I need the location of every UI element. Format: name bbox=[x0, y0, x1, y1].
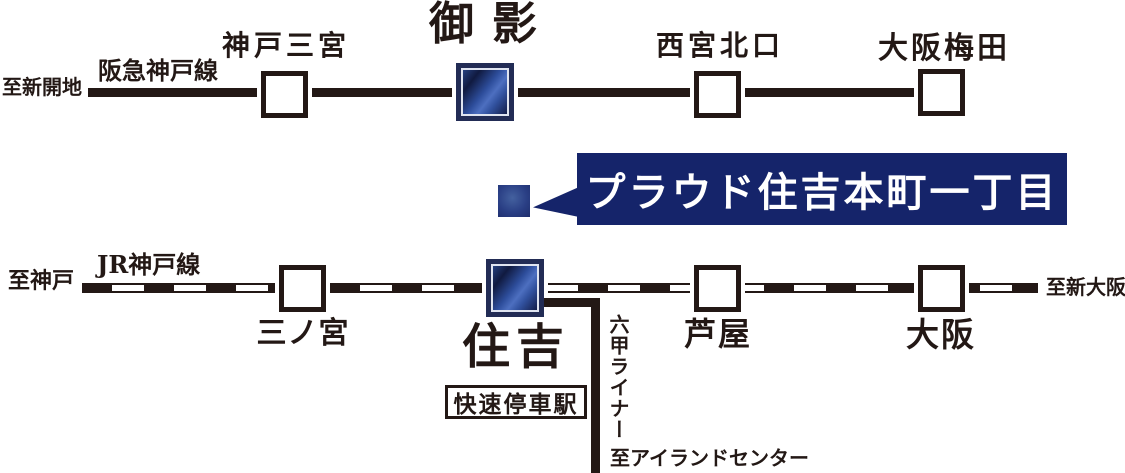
callout-pointer-triangle bbox=[533, 187, 579, 217]
station-marker-sumiyoshi-fill bbox=[491, 264, 539, 312]
rokko-liner-track-horizontal bbox=[544, 298, 600, 307]
jr-left-terminal-label: 至神戸 bbox=[8, 268, 75, 294]
station-marker-kobe-sannomiya bbox=[261, 71, 308, 118]
station-marker-sannomiya bbox=[279, 265, 326, 312]
property-location-marker bbox=[498, 185, 530, 217]
station-marker-sumiyoshi-highlighted bbox=[486, 259, 544, 317]
station-marker-osaka-umeda bbox=[918, 69, 965, 116]
station-label-ashiya: 芦屋 bbox=[683, 315, 753, 353]
station-label-sannomiya: 三ノ宮 bbox=[256, 316, 350, 351]
station-marker-osaka bbox=[918, 265, 965, 312]
station-label-osaka: 大阪 bbox=[906, 315, 976, 354]
property-name-banner: プラウド住吉本町一丁目 bbox=[577, 153, 1067, 225]
rapid-stop-note-box: 快速停車駅 bbox=[445, 385, 587, 419]
rokko-liner-terminal-label: 至アイランドセンター bbox=[610, 446, 809, 470]
jr-line-name: JR神戸線 bbox=[97, 250, 201, 279]
station-label-osaka-umeda: 大阪梅田 bbox=[878, 31, 1010, 66]
hankyu-line-name: 阪急神戸線 bbox=[98, 56, 218, 85]
station-label-nishinomiya-kitaguchi: 西宮北口 bbox=[655, 29, 785, 62]
station-label-mikage: 御影 bbox=[428, 0, 556, 50]
jr-right-terminal-label: 至新大阪 bbox=[1046, 275, 1125, 299]
station-marker-ashiya bbox=[694, 265, 741, 312]
rokko-liner-track-vertical bbox=[591, 298, 600, 473]
station-label-kobe-sannomiya: 神戸三宮 bbox=[221, 29, 351, 62]
hankyu-left-terminal-label: 至新開地 bbox=[2, 75, 82, 99]
station-marker-mikage-highlighted bbox=[456, 63, 514, 121]
jr-line-track bbox=[82, 283, 1038, 293]
station-label-sumiyoshi: 住吉 bbox=[461, 319, 571, 375]
rokko-liner-name: 六甲ライナー bbox=[606, 314, 630, 440]
station-marker-nishinomiya-kitaguchi bbox=[694, 71, 741, 118]
station-marker-mikage-fill bbox=[461, 68, 509, 116]
